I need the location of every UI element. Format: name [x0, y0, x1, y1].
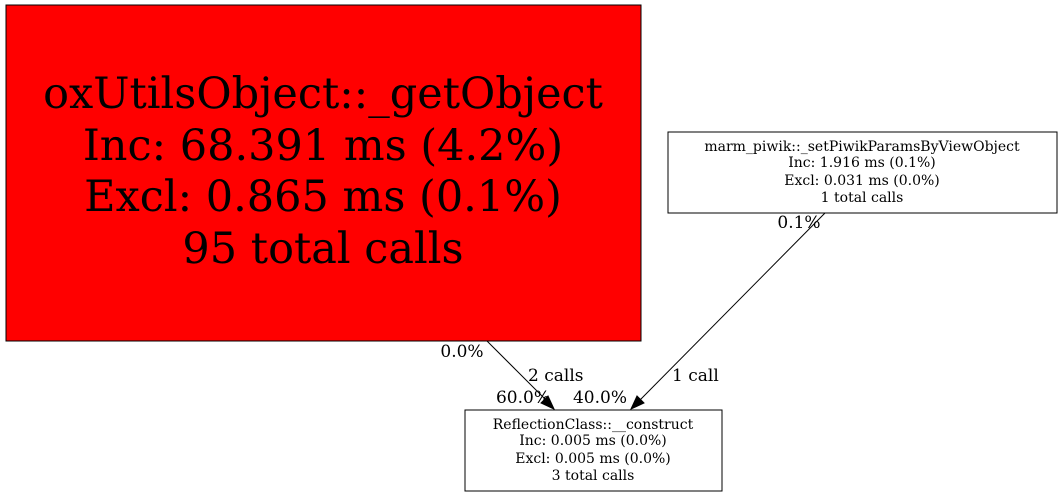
edge-set-piwik-arrowhead [629, 395, 645, 411]
node-get-object-name: oxUtilsObject::_getObject [43, 69, 603, 119]
node-set-piwik[interactable]: marm_piwik::_setPiwikParamsByViewObject … [667, 131, 1058, 214]
node-reflection[interactable]: ReflectionClass::__construct Inc: 0.005 … [464, 409, 723, 492]
node-reflection-calls: 3 total calls [552, 468, 635, 484]
node-reflection-excl: Excl: 0.005 ms (0.0%) [515, 451, 671, 467]
node-set-piwik-calls: 1 total calls [821, 190, 904, 206]
edge-get-object-to-reflection[interactable]: 0.0% 2 calls 60.0% [440, 340, 583, 411]
node-reflection-inc: Inc: 0.005 ms (0.0%) [519, 433, 667, 449]
node-get-object[interactable]: oxUtilsObject::_getObject Inc: 68.391 ms… [5, 4, 642, 342]
node-set-piwik-name: marm_piwik::_setPiwikParamsByViewObject [704, 139, 1020, 155]
edge-get-object-label: 2 calls [528, 366, 583, 386]
node-set-piwik-box [667, 131, 1058, 214]
edge-set-piwik-head-label: 40.0% [573, 388, 627, 408]
node-reflection-name: ReflectionClass::__construct [493, 417, 694, 433]
edge-get-object-line [486, 340, 547, 401]
node-set-piwik-excl: Excl: 0.031 ms (0.0%) [784, 173, 940, 189]
edge-set-piwik-line [639, 212, 826, 401]
node-reflection-box [464, 409, 723, 492]
edge-set-piwik-label: 1 call [672, 366, 719, 386]
edge-get-object-arrowhead [540, 395, 556, 411]
edge-get-object-tail-label: 0.0% [440, 342, 483, 362]
node-get-object-calls: 95 total calls [182, 224, 463, 274]
edge-get-object-head-label: 60.0% [496, 388, 550, 408]
node-get-object-excl: Excl: 0.865 ms (0.1%) [84, 172, 562, 222]
edge-set-piwik-tail-label: 0.1% [777, 213, 820, 233]
node-get-object-box [5, 4, 642, 342]
node-get-object-inc: Inc: 68.391 ms (4.2%) [83, 121, 563, 171]
edge-set-piwik-to-reflection[interactable]: 0.1% 1 call 40.0% [573, 212, 826, 411]
node-set-piwik-inc: Inc: 1.916 ms (0.1%) [788, 155, 936, 171]
